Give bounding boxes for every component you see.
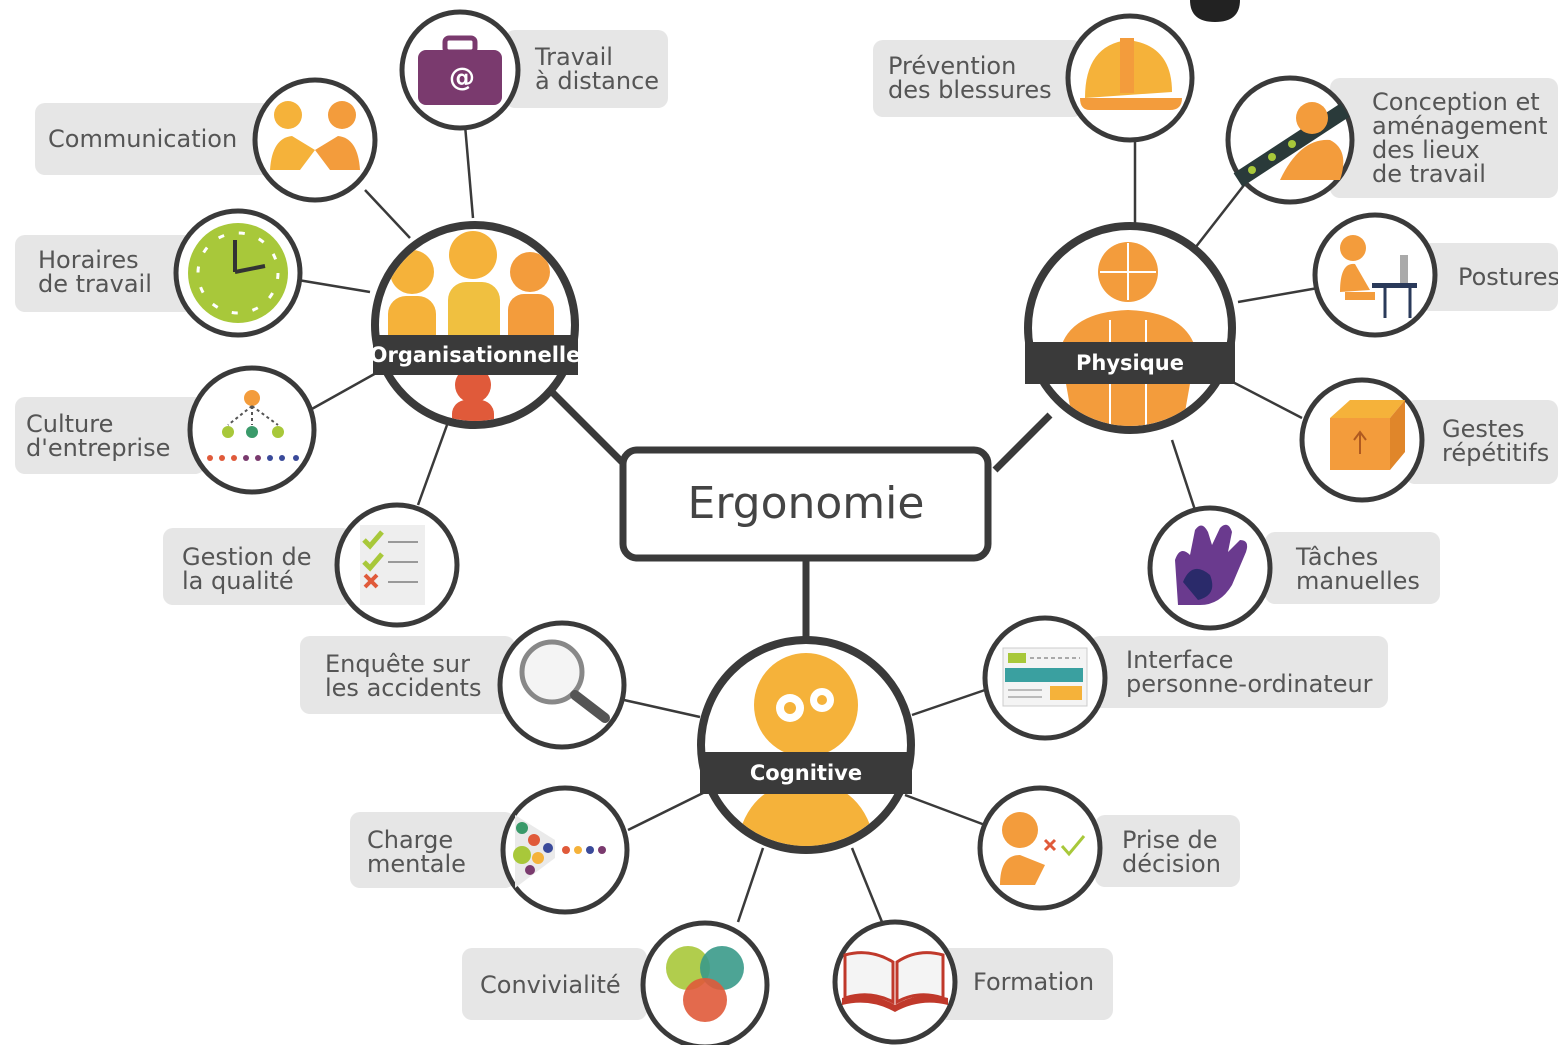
label-prevention-2: des blessures bbox=[888, 76, 1052, 104]
label-prevention: Prévention bbox=[888, 52, 1016, 80]
label-decision: Prise de bbox=[1122, 826, 1217, 854]
label-qualite-2: la qualité bbox=[182, 567, 294, 595]
hub-cog-banner bbox=[700, 752, 912, 794]
label-convivialite: Convivialité bbox=[480, 971, 621, 999]
label-formation: Formation bbox=[973, 968, 1094, 996]
checklist-icon bbox=[334, 502, 460, 628]
label-communication: Communication bbox=[48, 125, 237, 153]
label-horaires: Horaires bbox=[38, 246, 139, 274]
label-travail-distance-2: à distance bbox=[535, 67, 659, 95]
hub-physique: Physique bbox=[1024, 222, 1236, 434]
hub-org-banner bbox=[373, 335, 578, 375]
glove-hand-icon bbox=[1147, 505, 1273, 631]
label-conception-3: des lieux bbox=[1372, 136, 1480, 164]
label-interface-2: personne-ordinateur bbox=[1126, 670, 1373, 698]
label-enquete: Enquête sur bbox=[325, 650, 470, 678]
label-conception-2: aménagement bbox=[1372, 112, 1548, 140]
person-choice-icon bbox=[977, 785, 1103, 911]
label-backgrounds bbox=[15, 30, 1558, 1020]
hub-physique-label: Physique bbox=[1076, 351, 1184, 375]
label-conception-4: de travail bbox=[1372, 160, 1486, 188]
center-node: Ergonomie bbox=[619, 446, 992, 562]
label-gestes-2: répétitifs bbox=[1442, 439, 1549, 467]
label-enquete-2: les accidents bbox=[325, 674, 481, 702]
handshake-icon bbox=[252, 77, 378, 203]
label-charge: Charge bbox=[367, 826, 453, 854]
label-charge-2: mentale bbox=[367, 850, 466, 878]
topic-labels: Travail à distance Communication Horaire… bbox=[26, 43, 1558, 999]
magnifier-icon bbox=[497, 620, 627, 750]
label-culture-2: d'entreprise bbox=[26, 434, 170, 462]
assembly-line-icon bbox=[1225, 75, 1355, 205]
label-conception: Conception et bbox=[1372, 88, 1540, 116]
cropped-letter-shape bbox=[1190, 0, 1240, 22]
svg-text:@: @ bbox=[449, 63, 475, 93]
screen-interface-icon bbox=[982, 615, 1108, 741]
label-postures: Postures bbox=[1458, 263, 1558, 291]
org-chart-icon bbox=[187, 365, 317, 495]
label-horaires-2: de travail bbox=[38, 270, 152, 298]
open-book-icon bbox=[832, 919, 958, 1045]
label-taches-2: manuelles bbox=[1296, 567, 1420, 595]
hub-cognitive-label: Cognitive bbox=[750, 761, 862, 785]
hub-organisationnelle-label: Organisationnelle bbox=[370, 343, 581, 367]
connectors bbox=[297, 124, 1319, 923]
label-gestes: Gestes bbox=[1442, 415, 1525, 443]
label-culture: Culture bbox=[26, 410, 113, 438]
center-label: Ergonomie bbox=[688, 478, 925, 529]
label-decision-2: décision bbox=[1122, 850, 1221, 878]
venn-circles-icon bbox=[640, 920, 770, 1045]
hard-hat-icon bbox=[1065, 13, 1195, 143]
label-travail-distance: Travail bbox=[534, 43, 613, 71]
funnel-dots-icon bbox=[500, 785, 630, 915]
hub-phys-banner bbox=[1025, 342, 1235, 384]
briefcase-email-icon: @ bbox=[399, 9, 521, 131]
box-icon bbox=[1299, 377, 1425, 503]
label-qualite: Gestion de bbox=[182, 543, 311, 571]
desk-worker-icon bbox=[1312, 212, 1438, 338]
clock-icon bbox=[173, 208, 303, 338]
label-taches: Tâches bbox=[1295, 543, 1378, 571]
label-interface: Interface bbox=[1126, 646, 1233, 674]
hub-organisationnelle: Organisationnelle bbox=[370, 221, 581, 429]
hub-cognitive: Cognitive bbox=[697, 636, 915, 854]
